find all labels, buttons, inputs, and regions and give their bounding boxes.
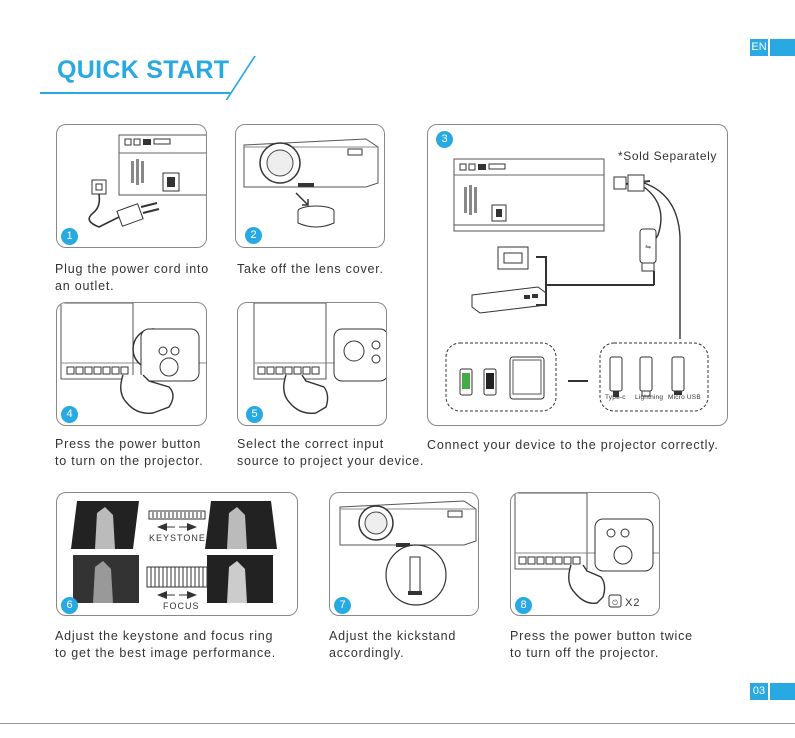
step-2-caption-line1: Take off the lens cover.	[237, 262, 384, 276]
step-6-caption-line2: to get the best image performance.	[55, 646, 277, 660]
step-5-caption-line2: source to project your device.	[237, 454, 425, 468]
step-8-caption-line2: to turn off the projector.	[510, 646, 660, 660]
page-number-tab: 03	[750, 683, 795, 700]
step-4-badge: 4	[61, 406, 78, 423]
step-7-caption-line2: accordingly.	[329, 646, 405, 660]
step-7-panel: 7	[329, 492, 479, 616]
connector-lightning-label: Lightning	[635, 394, 664, 401]
step-1-caption-line2: an outlet.	[55, 279, 115, 293]
step-6-badge: 6	[61, 597, 78, 614]
step-6-panel: KEYSTONE FOCUS 6	[56, 492, 298, 616]
step-2-panel: 2	[235, 124, 385, 248]
step-5-badge: 5	[246, 406, 263, 423]
step-7-badge: 7	[334, 597, 351, 614]
step-1-caption-line1: Plug the power cord into	[55, 262, 210, 276]
step-2-badge: 2	[245, 227, 262, 244]
step-3-panel: ⇋ 3 *Sold Separately Type-c Lightning Mi…	[427, 124, 728, 426]
step-8-panel: ⏻ X2 8	[510, 492, 660, 616]
step-4-caption-line2: to turn on the projector.	[55, 454, 204, 468]
step-8-badge: 8	[515, 597, 532, 614]
connector-micro-usb-label: Micro USB	[668, 394, 701, 401]
title-underline	[40, 92, 230, 94]
title-slash	[225, 56, 256, 100]
power-on-illustration	[60, 303, 206, 414]
press-twice-label: X2	[625, 597, 641, 609]
page-title: QUICK START	[57, 56, 230, 84]
step-3-caption-line1: Connect your device to the projector cor…	[427, 438, 719, 452]
step-7-caption-line1: Adjust the kickstand	[329, 629, 457, 643]
power-cord-illustration	[88, 134, 206, 228]
svg-text:⏻: ⏻	[612, 599, 618, 607]
step-6-caption-line1: Adjust the keystone and focus ring	[55, 629, 274, 643]
focus-label: FOCUS	[163, 601, 200, 611]
keystone-focus-illustration	[71, 501, 277, 603]
keystone-label: KEYSTONE	[149, 533, 206, 543]
input-source-illustration	[253, 303, 386, 414]
lens-cover-illustration	[243, 138, 379, 228]
device-connection-illustration: ⇋	[445, 158, 709, 412]
step-4-caption-line1: Press the power button	[55, 437, 202, 451]
power-off-illustration: ⏻	[514, 493, 659, 608]
svg-text:⇋: ⇋	[645, 244, 651, 251]
sold-separately-note: *Sold Separately	[618, 149, 717, 163]
kickstand-illustration	[339, 500, 477, 606]
page-number: 03	[750, 683, 770, 700]
language-tab: EN	[750, 39, 795, 56]
step-1-badge: 1	[61, 228, 78, 245]
step-1-panel: 1	[56, 124, 207, 248]
connector-type-c-label: Type-c	[605, 394, 626, 401]
step-8-caption-line1: Press the power button twice	[510, 629, 693, 643]
step-5-panel: 5	[237, 302, 387, 426]
step-3-badge: 3	[436, 131, 453, 148]
step-4-panel: 4	[56, 302, 207, 426]
step-5-caption-line1: Select the correct input	[237, 437, 385, 451]
language-label: EN	[750, 39, 770, 56]
footer-rule	[0, 723, 795, 724]
